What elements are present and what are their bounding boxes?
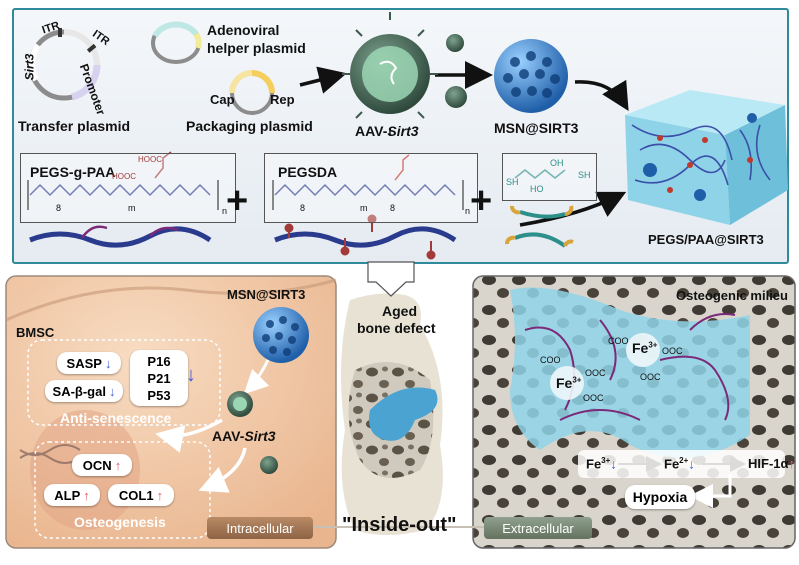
cap-label: Cap	[210, 92, 235, 107]
thiol-structure	[514, 168, 566, 180]
extracellular-tag: Extracellular	[484, 517, 592, 539]
fe3-chain-label: Fe3+↓	[586, 456, 617, 472]
thiol-oh-1: OH	[550, 158, 564, 168]
fe3-top-label: Fe3+	[632, 340, 658, 356]
milieu-title: Osteogenic milieu	[676, 288, 788, 303]
fe-chain-bar	[578, 450, 785, 478]
aav-particle-icon	[342, 12, 467, 136]
msn-label: MSN@SIRT3	[494, 120, 579, 136]
msn-nanoparticle-icon	[494, 39, 568, 113]
helper-plasmid-line1: Adenoviral	[207, 22, 280, 38]
coo-label-5: OOC	[640, 372, 661, 382]
thiol-oh-2: HO	[530, 184, 544, 194]
thiol-crosslinker-chain	[505, 205, 574, 248]
pegsda-sub-8b: 8	[390, 203, 396, 213]
thiol-box	[502, 153, 597, 201]
intracellular-tag: Intracellular	[207, 517, 313, 539]
inside-out-label: "Inside-out"	[342, 514, 457, 536]
osteogenesis-group	[34, 441, 211, 539]
sasp-chip: SASP↓	[57, 352, 121, 374]
p-down-arrow: ↓	[186, 364, 196, 386]
fe2-chain-label: Fe2+↓	[664, 456, 695, 472]
pegs-paa-chain	[29, 225, 212, 248]
pegsda-sub-m: m	[360, 203, 368, 213]
coo-label-6: OOC	[583, 393, 604, 403]
msn-cell-label: MSN@SIRT3	[227, 287, 306, 302]
rep-label: Rep	[270, 92, 295, 107]
coo-label-3: COO	[608, 336, 629, 346]
packaging-plasmid	[229, 70, 275, 115]
col1-chip: COL1↑	[108, 484, 174, 506]
msn-nanoparticle-icon-cell	[253, 307, 309, 363]
thiol-sh-1: SH	[506, 177, 519, 187]
ocn-chip: OCN↑	[72, 454, 132, 476]
cooh-label-2: HOOC	[112, 172, 136, 181]
helper-plasmid	[151, 21, 202, 64]
pegs-paa-structure	[27, 151, 219, 210]
coo-label-2: OOC	[585, 368, 606, 378]
bmsc-label: BMSC	[16, 325, 55, 340]
plus-sign-2: +	[470, 180, 493, 222]
arrow-to-hydrogel	[574, 79, 629, 112]
arrow-release	[243, 359, 270, 395]
arrow-to-aav	[299, 66, 347, 94]
anti-senescence-label: Anti-senescence	[60, 410, 172, 426]
arrow-to-anti-senescence	[155, 418, 223, 453]
pegs-paa-box	[20, 153, 236, 223]
fe3-left-label: Fe3+	[556, 375, 582, 391]
arrow-thiol-to-hydrogel	[519, 191, 627, 227]
pegs-sub-8: 8	[56, 203, 62, 213]
implanted-hydrogel	[369, 387, 438, 441]
pegsda-sub-n: n	[465, 206, 471, 216]
helper-plasmid-line2: helper plasmid	[207, 40, 306, 56]
packaging-plasmid-label: Packaging plasmid	[186, 118, 313, 134]
transfer-plasmid	[28, 28, 101, 101]
aav-label: AAV-Sirt3	[355, 123, 419, 139]
coo-label-1: COO	[540, 355, 561, 365]
transfer-plasmid-label: Transfer plasmid	[18, 118, 131, 134]
alp-chip: ALP↑	[44, 484, 100, 506]
pegsda-structure	[272, 154, 464, 210]
pegsda-box	[264, 153, 478, 223]
cooh-label-1: HOOC	[138, 155, 162, 164]
pegs-sub-n: n	[222, 206, 228, 216]
osteogenesis-label: Osteogenesis	[74, 514, 166, 530]
hydrogel-label: PEGS/PAA@SIRT3	[648, 232, 764, 247]
pegs-paa-title: PEGS-g-PAA	[30, 164, 116, 180]
dna-helix-icon	[19, 444, 81, 464]
arrow-down-icon	[367, 261, 415, 297]
hif-chain-label: HIF-1α↑	[748, 456, 795, 471]
aged-label-line1: Aged	[382, 303, 417, 319]
sa-gal-chip: SA-β-gal↓	[45, 380, 123, 402]
arrow-to-hypoxia	[689, 474, 732, 508]
pegsda-sub-8: 8	[300, 203, 306, 213]
aged-bone-icon	[341, 293, 443, 535]
plus-sign-1: +	[226, 180, 249, 222]
hydrogel-cube-icon	[625, 90, 788, 225]
pegs-sub-m: m	[128, 203, 136, 213]
sirt3-gene-label: Sirt3	[22, 53, 37, 81]
aav-cell-label: AAV-Sirt3	[212, 428, 276, 444]
coo-label-4: OOC	[662, 346, 683, 356]
pegsda-chain	[274, 214, 457, 260]
hypoxia-chip: Hypoxia	[625, 485, 695, 509]
aged-label-line2: bone defect	[357, 320, 436, 336]
thiol-sh-2: SH	[578, 170, 591, 180]
pegsda-title: PEGSDA	[278, 164, 338, 180]
aav-cell-icon	[227, 391, 278, 474]
